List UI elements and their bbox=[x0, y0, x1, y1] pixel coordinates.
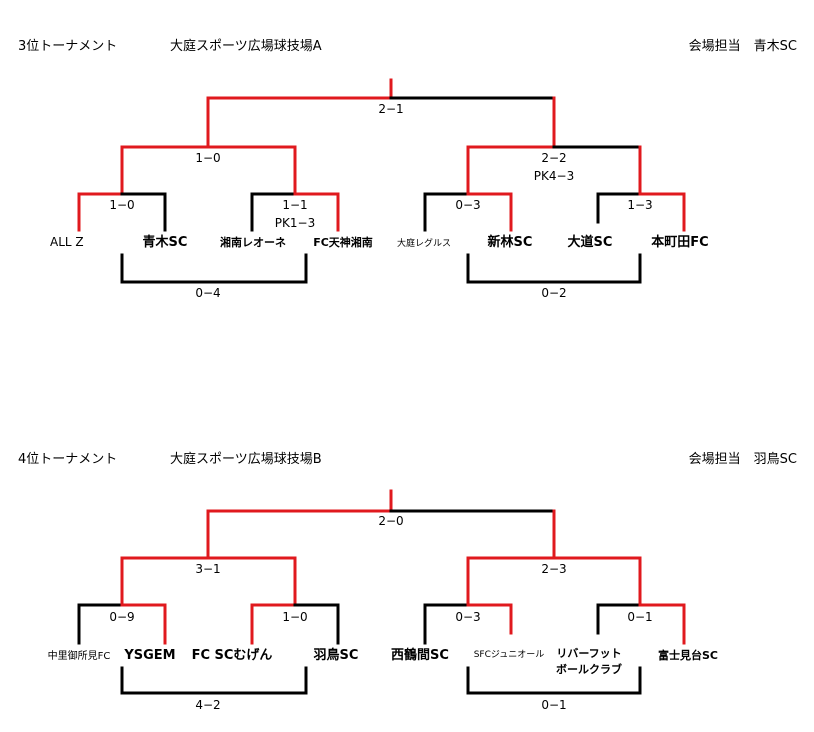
semi-score: 2−2 bbox=[541, 151, 566, 165]
pk-score: PK1−3 bbox=[275, 216, 315, 230]
bracket-line bbox=[466, 666, 642, 695]
placement-score: 0−2 bbox=[541, 286, 566, 300]
venue-manager: 会場担当 羽鳥SC bbox=[689, 452, 797, 467]
team-name-line2: ボールクラブ bbox=[556, 662, 622, 676]
team-name: 本町田FC bbox=[651, 234, 708, 250]
bracket-line bbox=[77, 603, 124, 645]
match-score: 1−3 bbox=[627, 198, 652, 212]
match-score: 1−0 bbox=[282, 610, 307, 624]
bracket-line bbox=[77, 192, 124, 232]
bracket-lines bbox=[77, 78, 686, 284]
match-score: 1−1 bbox=[282, 198, 307, 212]
team-name: 西鶴間SC bbox=[391, 647, 449, 663]
bracket-line bbox=[293, 603, 340, 645]
semi-score: 3−1 bbox=[195, 562, 220, 576]
bracket-line bbox=[120, 253, 308, 284]
venue-label: 大庭スポーツ広場球技場A bbox=[170, 38, 322, 54]
bracket-line bbox=[596, 192, 642, 224]
placement-score: 0−4 bbox=[195, 286, 220, 300]
team-name: SFCジュニオール bbox=[474, 649, 545, 660]
venue-label: 大庭スポーツ広場球技場B bbox=[170, 451, 322, 467]
section-title: 4位トーナメント bbox=[18, 452, 117, 467]
placement-score: 4−2 bbox=[195, 698, 220, 712]
team-name: 中里御所見FC bbox=[48, 649, 111, 662]
bracket-line bbox=[423, 603, 470, 645]
bracket-line bbox=[638, 192, 686, 232]
team-name: 大道SC bbox=[568, 234, 613, 250]
match-score: 0−9 bbox=[109, 610, 134, 624]
match-score: 0−3 bbox=[455, 198, 480, 212]
match-score: 0−3 bbox=[455, 610, 480, 624]
team-name: 湘南レオーネ bbox=[220, 235, 286, 249]
semi-score: 2−3 bbox=[541, 562, 566, 576]
section-title: 3位トーナメント bbox=[18, 39, 117, 54]
match-score: 0−1 bbox=[627, 610, 652, 624]
team-name: ALL Z bbox=[50, 235, 84, 249]
team-name: 羽鳥SC bbox=[314, 647, 359, 663]
bracket-line bbox=[120, 603, 167, 645]
team-name: 大庭レグルス bbox=[397, 237, 451, 249]
bracket-line bbox=[466, 556, 642, 607]
bracket-line bbox=[250, 192, 297, 232]
bracket-line bbox=[638, 603, 686, 645]
team-name: リバーフット bbox=[556, 647, 621, 660]
match-score: 1−0 bbox=[109, 198, 134, 212]
final-score: 2−1 bbox=[378, 102, 403, 116]
team-name: YSGEM bbox=[123, 648, 175, 663]
bracket-line bbox=[293, 192, 340, 232]
team-name: 富士見台SC bbox=[658, 648, 718, 662]
bracket-line bbox=[120, 192, 167, 232]
bracket-line bbox=[120, 145, 297, 196]
bracket-line bbox=[120, 666, 308, 695]
bracket-line bbox=[466, 603, 513, 635]
bracket-line bbox=[466, 253, 642, 284]
semi-score: 1−0 bbox=[195, 151, 220, 165]
bracket-line bbox=[466, 145, 556, 196]
bracket-line bbox=[206, 509, 393, 560]
bracket-line bbox=[250, 603, 297, 645]
pk-score: PK4−3 bbox=[534, 169, 574, 183]
bracket-line bbox=[206, 96, 393, 149]
team-name: 青木SC bbox=[143, 234, 188, 250]
bracket-line bbox=[423, 192, 470, 232]
bracket-line bbox=[466, 192, 513, 232]
placement-score: 0−1 bbox=[541, 698, 566, 712]
team-name: FC SCむげん bbox=[192, 647, 273, 663]
bracket-lines bbox=[77, 489, 686, 695]
final-score: 2−0 bbox=[378, 514, 403, 528]
bracket-line bbox=[596, 603, 642, 635]
bracket-line bbox=[120, 556, 297, 607]
team-name: FC天神湘南 bbox=[313, 235, 373, 249]
section-3rd-place: 3位トーナメント 大庭スポーツ広場球技場A 会場担当 青木SC bbox=[18, 38, 797, 300]
venue-manager: 会場担当 青木SC bbox=[689, 39, 797, 54]
team-name: 新林SC bbox=[488, 234, 533, 250]
section-4th-place: 4位トーナメント 大庭スポーツ広場球技場B 会場担当 羽鳥SC bbox=[18, 451, 797, 712]
